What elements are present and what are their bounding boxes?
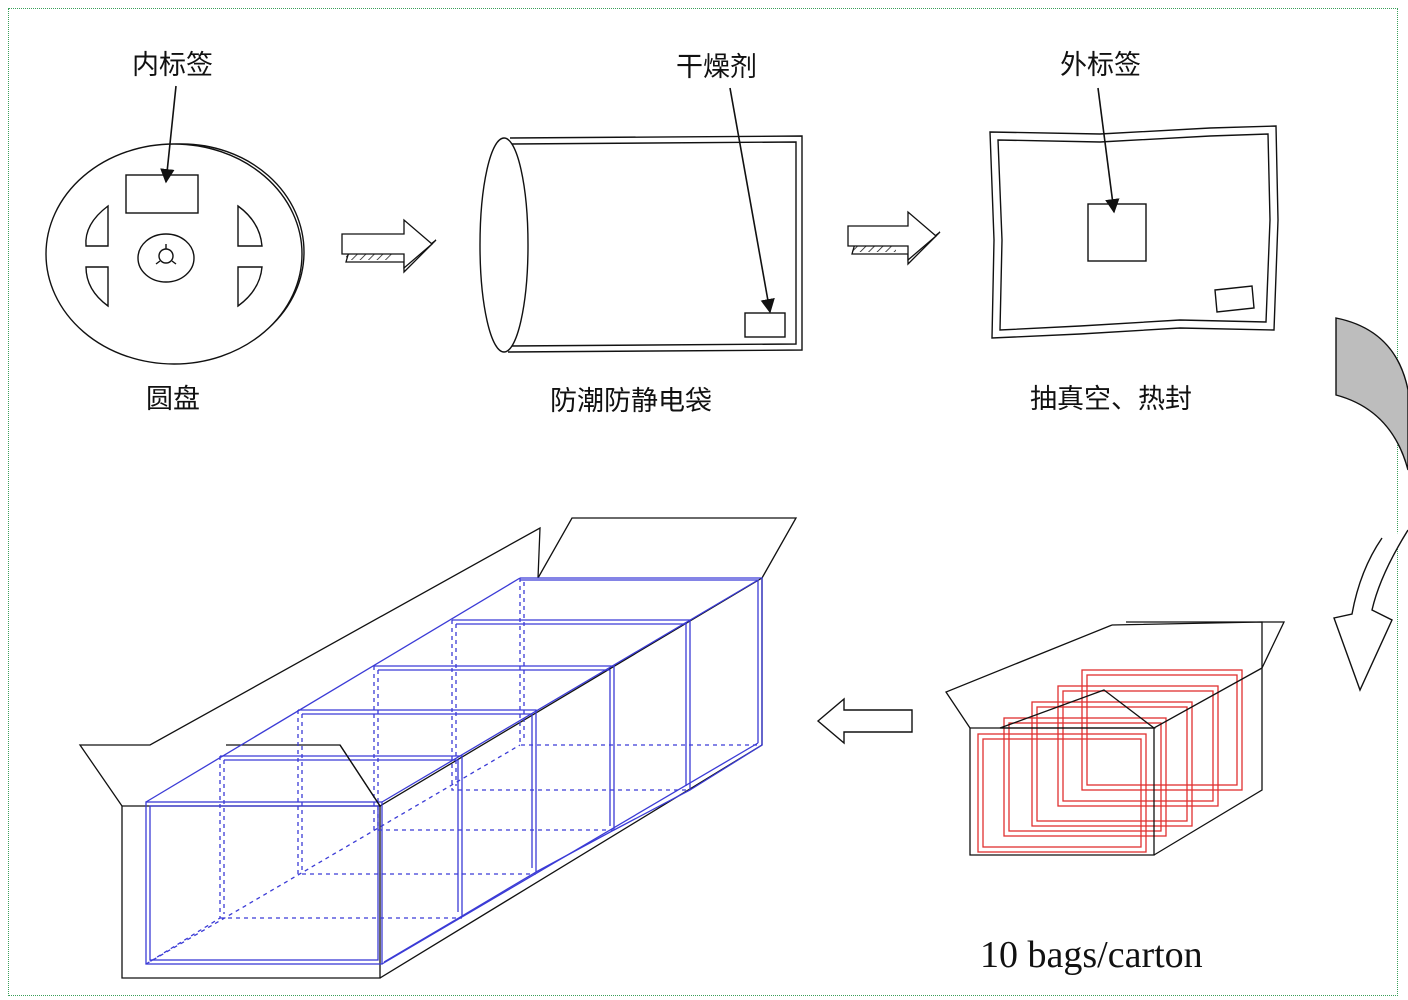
reel-icon bbox=[45, 143, 305, 365]
desiccant-pointer bbox=[729, 87, 775, 314]
flow-arrow-2-icon bbox=[847, 210, 941, 266]
reel-caption: 圆盘 bbox=[146, 384, 200, 415]
moisture-bag-caption: 防潮防静电袋 bbox=[550, 386, 712, 417]
carton-caption: 10 bags/carton bbox=[980, 934, 1203, 976]
curved-flow-arrow-icon bbox=[1333, 317, 1408, 692]
outer-label-pointer bbox=[1097, 87, 1120, 214]
inner-label-pointer bbox=[160, 85, 177, 184]
large-carton-icon bbox=[78, 517, 798, 979]
vacuum-seal-caption: 抽真空、热封 bbox=[1030, 384, 1192, 415]
sealed-bag-icon bbox=[989, 125, 1279, 339]
flow-arrow-left-icon bbox=[816, 697, 913, 745]
small-carton-icon bbox=[945, 621, 1286, 856]
diagram-frame bbox=[8, 8, 1398, 996]
flow-arrow-1-icon bbox=[341, 218, 437, 274]
outer-label-text: 外标签 bbox=[1060, 50, 1141, 81]
inner-label-text: 内标签 bbox=[132, 50, 213, 81]
desiccant-text: 干燥剂 bbox=[676, 52, 757, 83]
moisture-bag-icon bbox=[479, 135, 803, 353]
